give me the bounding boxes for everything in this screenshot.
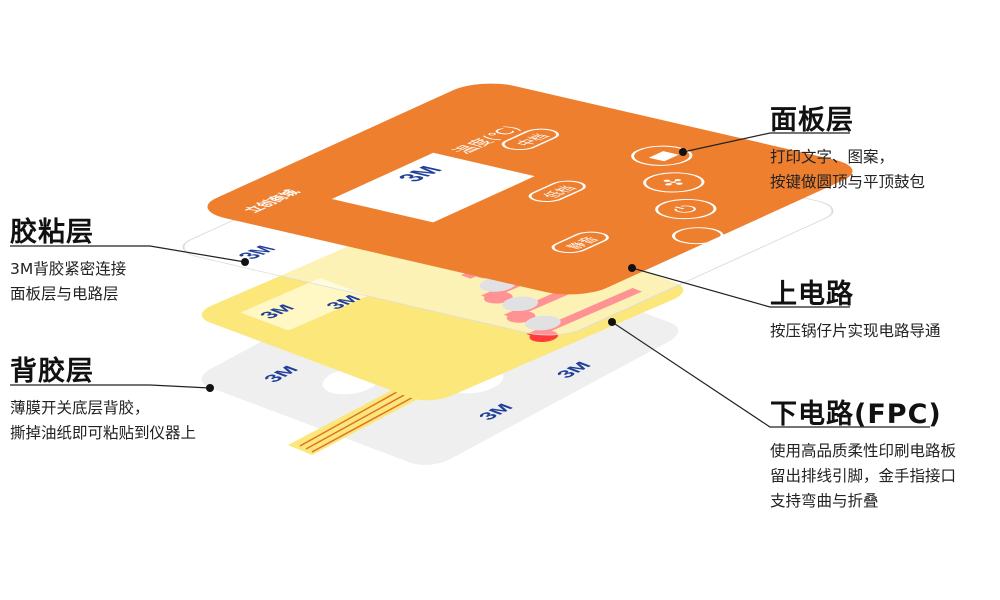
upper-circuit-callout: 上电路 按压锅仔片实现电路导通 (770, 272, 941, 344)
back-adhesive-desc: 薄膜开关底层背胶， (10, 399, 150, 417)
lower-circuit-desc: 留出排线引脚，金手指接口 (770, 467, 957, 485)
panel-layer: 3M 温度(℃) 立创商城 中档 低档 静音 ✣ ⏻ (207, 83, 853, 295)
lock-icon (648, 151, 679, 162)
adhesive-layer-desc: 3M背胶紧密连接 (10, 260, 127, 278)
lower-circuit-desc: 支持弯曲与折叠 (770, 492, 879, 510)
panel-layer-desc: 按键做圆顶与平顶鼓包 (770, 173, 926, 191)
display-window (331, 152, 535, 223)
upper-circuit-desc: 按压锅仔片实现电路导通 (770, 322, 941, 340)
leader-lines (10, 132, 930, 428)
adhesive-layer-desc: 面板层与电路层 (10, 285, 119, 303)
lower-circuit-desc: 使用高品质柔性印刷电路板 (770, 442, 957, 460)
lower-circuit-title: 下电路(FPC) (770, 399, 942, 430)
back-adhesive-callout: 背胶层 薄膜开关底层背胶， 撕掉油纸即可粘贴到仪器上 (10, 349, 196, 446)
back-adhesive-desc: 撕掉油纸即可粘贴到仪器上 (10, 424, 197, 442)
panel-layer-callout: 面板层 打印文字、图案， 按键做圆顶与平顶鼓包 (770, 98, 925, 195)
adhesive-layer-title: 胶粘层 (10, 217, 94, 248)
upper-circuit-title: 上电路 (770, 279, 854, 310)
adhesive-layer-callout: 胶粘层 3M背胶紧密连接 面板层与电路层 (10, 210, 126, 307)
panel-layer-desc: 打印文字、图案， (770, 148, 895, 166)
lower-circuit-callout: 下电路(FPC) 使用高品质柔性印刷电路板 留出排线引脚，金手指接口 支持弯曲与… (770, 392, 956, 514)
back-adhesive-title: 背胶层 (10, 356, 94, 387)
panel-layer-title: 面板层 (770, 105, 854, 136)
